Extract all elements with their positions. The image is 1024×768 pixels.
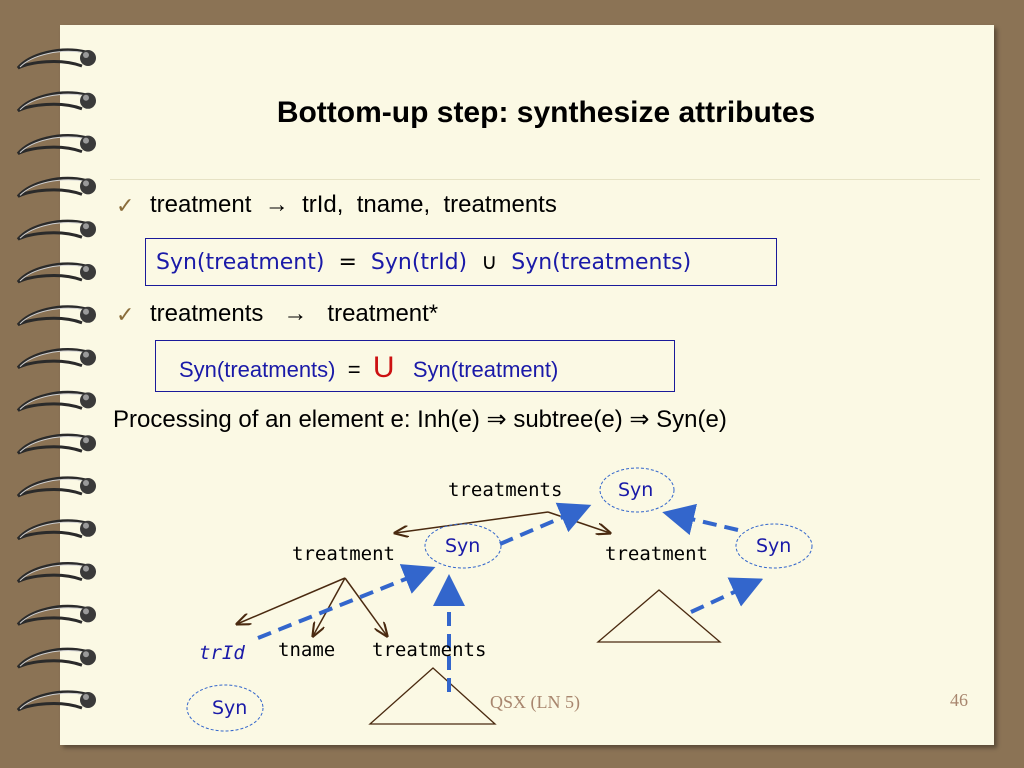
spiral-ring xyxy=(16,476,96,498)
bullet-2-lhs: treatments xyxy=(150,300,264,327)
box1-term-c: Syn(treatments) xyxy=(511,250,692,275)
check-icon: ✓ xyxy=(116,302,135,327)
bullet-1: treatment → trId, tname, treatments xyxy=(150,191,557,219)
tree-trid-label: trId xyxy=(199,642,245,664)
spiral-ring xyxy=(16,219,96,241)
processing-line: Processing of an element e: Inh(e) ⇒ sub… xyxy=(113,405,727,434)
syn-label: Syn xyxy=(212,697,247,719)
check-icon: ✓ xyxy=(116,193,135,218)
spiral-ring xyxy=(16,433,96,455)
slide-footer: QSX (LN 5) xyxy=(490,692,580,712)
implies-icon: ⇒ xyxy=(629,406,650,433)
box1-equals: = xyxy=(338,250,357,275)
bullet-2: treatments → treatment* xyxy=(150,300,438,328)
syn-treatments-box: Syn(treatments) = U Syn(treatment) xyxy=(155,340,675,392)
tree-treatments-label: treatments xyxy=(372,639,486,661)
syn-label: Syn xyxy=(618,479,653,501)
syn-label: Syn xyxy=(756,535,791,557)
bullet-1-lhs: treatment xyxy=(150,191,252,218)
arrow-icon: → xyxy=(264,191,289,218)
syn-label: Syn xyxy=(445,535,480,557)
box1-term-b: Syn(trId) xyxy=(370,250,468,275)
slide-title: Bottom-up step: synthesize attributes xyxy=(276,96,816,129)
tree-tname-label: tname xyxy=(278,639,335,661)
big-union-icon: U xyxy=(372,351,395,384)
title-divider xyxy=(110,179,980,180)
implies-icon: ⇒ xyxy=(486,406,507,433)
spiral-ring xyxy=(16,48,96,70)
bullet-2-rhs: treatment* xyxy=(327,300,439,327)
syn-ellipse xyxy=(424,523,502,569)
arrow-icon: → xyxy=(283,300,308,327)
processing-subtree: subtree(e) xyxy=(513,406,623,433)
box1-term-a: Syn(treatment) xyxy=(156,250,325,275)
page-number: 46 xyxy=(950,690,968,710)
tree-root-label: treatments xyxy=(448,479,562,501)
syn-ellipse xyxy=(735,523,813,569)
syn-flow-arrows xyxy=(257,502,764,692)
subtree-triangle xyxy=(368,667,497,725)
box2-equals: = xyxy=(347,357,361,382)
spiral-ring xyxy=(16,647,96,669)
spiral-ring xyxy=(16,176,96,198)
processing-text: Processing of an element e: Inh(e) xyxy=(113,406,480,433)
processing-syn: Syn(e) xyxy=(656,406,727,433)
syn-ellipse xyxy=(186,684,264,732)
union-icon: ∪ xyxy=(481,250,498,275)
spiral-binding xyxy=(16,48,96,712)
spiral-ring xyxy=(16,604,96,626)
spiral-ring xyxy=(16,262,96,284)
syn-ellipse xyxy=(599,467,675,513)
subtree-triangle xyxy=(596,589,722,643)
syn-treatment-box: Syn(treatment) = Syn(trId) ∪ Syn(treatme… xyxy=(145,238,777,286)
spiral-ring xyxy=(16,390,96,412)
spiral-ring xyxy=(16,519,96,541)
bullet-1-rhs: trId, tname, treatments xyxy=(302,191,557,218)
spiral-ring xyxy=(16,91,96,113)
box2-term-b: Syn(treatment) xyxy=(412,357,559,382)
tree-edges xyxy=(237,511,610,636)
spiral-ring xyxy=(16,690,96,712)
tree-right-label: treatment xyxy=(605,543,708,565)
spiral-ring xyxy=(16,348,96,369)
tree-left-label: treatment xyxy=(292,543,395,565)
spiral-ring xyxy=(16,305,96,327)
spiral-ring xyxy=(16,134,96,155)
spiral-ring xyxy=(16,562,96,583)
box2-term-a: Syn(treatments) xyxy=(179,357,336,382)
